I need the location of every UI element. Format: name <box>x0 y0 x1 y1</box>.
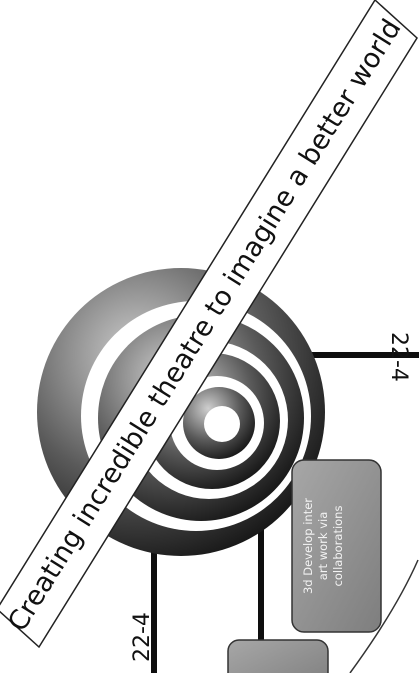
develop-box: 3d Develop inter art work via collaborat… <box>292 460 381 632</box>
develop-box-line-2: art work via <box>316 512 330 580</box>
year-label-right: 22-4 <box>386 332 411 382</box>
develop-box-line-1: 3d Develop inter <box>301 498 315 594</box>
year-label-left: 22-4 <box>130 612 155 662</box>
lower-box-shape <box>228 640 328 673</box>
ring-center <box>204 406 240 442</box>
develop-box-line-3: collaborations <box>331 506 345 587</box>
